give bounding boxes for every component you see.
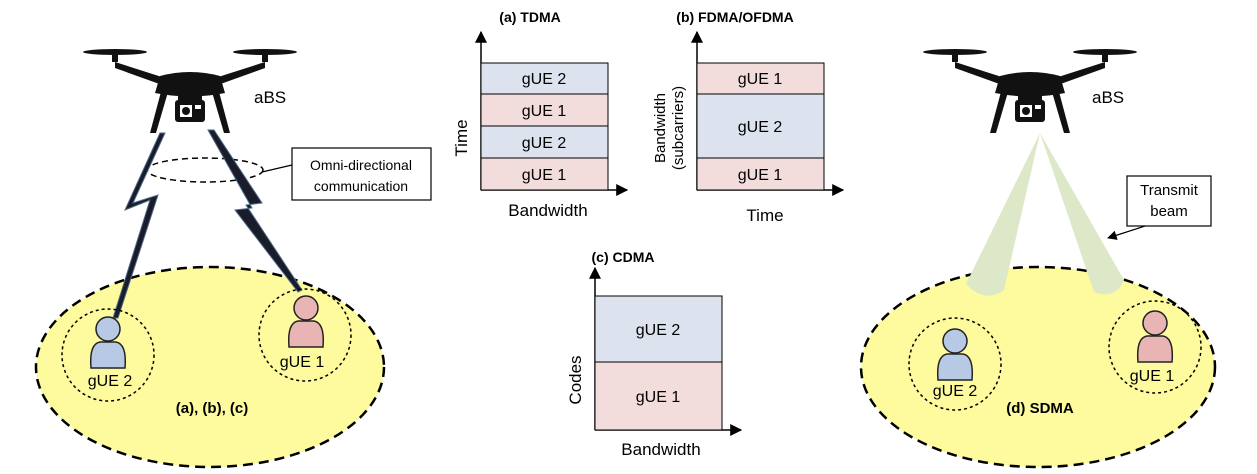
cdma-block — [594, 295, 723, 363]
cdma-block-label: gUE 2 — [636, 322, 681, 339]
tdma-x-label: Bandwidth — [508, 201, 587, 220]
user-range-circle — [258, 288, 352, 382]
tdma-block — [480, 93, 609, 127]
lightning-bolt-right-icon — [207, 129, 303, 293]
tdma-block-label: gUE 2 — [522, 71, 567, 88]
user-label-right: gUE 1 — [1130, 368, 1175, 385]
callout-line-left — [261, 164, 293, 173]
ground-ellipse-left — [34, 265, 386, 469]
tdma-block — [480, 62, 609, 95]
fdma-block-label: gUE 1 — [738, 167, 783, 184]
caption-right: (d) SDMA — [1006, 400, 1074, 417]
drone-label-right: aBS — [1092, 88, 1124, 107]
fdma-block-label: gUE 1 — [738, 71, 783, 88]
callout-text-line1: Omni-directional — [310, 157, 412, 173]
cdma-y-label: Codes — [566, 355, 585, 404]
transmit-beam-left — [966, 133, 1040, 296]
tdma-block-label: gUE 1 — [522, 103, 567, 120]
cdma-block — [594, 361, 723, 431]
tdma-block — [480, 157, 609, 191]
tdma-title: (a) TDMA — [499, 9, 560, 25]
cdma-x-label: Bandwidth — [621, 440, 700, 459]
tdma-chart: (a) TDMA Time Bandwidth gUE 2 gUE 1 gUE … — [452, 9, 629, 220]
fdma-y-label-line1: Bandwidth — [652, 93, 669, 163]
fdma-block-label: gUE 2 — [738, 119, 783, 136]
fdma-x-label: Time — [746, 206, 783, 225]
callout-box-left — [291, 147, 432, 201]
transmit-beam-right — [1040, 133, 1124, 295]
ground-ellipse-right — [859, 265, 1217, 469]
user-range-circle — [61, 308, 155, 402]
fdma-block — [696, 62, 825, 95]
user-range-circle — [1108, 300, 1202, 394]
callout-text-line2: beam — [1150, 203, 1188, 220]
fdma-block — [696, 93, 825, 159]
callout-box-right — [1126, 175, 1212, 227]
cdma-chart: (c) CDMA Codes Bandwidth gUE 2 gUE 1 — [566, 249, 743, 459]
tdma-y-label: Time — [452, 119, 471, 156]
user-range-circle — [908, 317, 1002, 411]
fdma-block — [696, 157, 825, 191]
left-scene: aBS Omni-directional communication gUE 2… — [34, 49, 432, 469]
caption-left: (a), (b), (c) — [176, 400, 249, 417]
user-label-left: gUE 2 — [933, 383, 978, 400]
cdma-title: (c) CDMA — [592, 249, 655, 265]
callout-text-line1: Transmit — [1140, 182, 1199, 199]
fdma-title: (b) FDMA/OFDMA — [676, 9, 793, 25]
lightning-bolt-left-icon — [112, 132, 166, 319]
tdma-block-label: gUE 1 — [522, 167, 567, 184]
callout-text-line2: communication — [314, 178, 408, 194]
right-scene: aBS Transmit beam gUE 2 gUE 1 (d) SDMA — [859, 49, 1217, 469]
cdma-block-label: gUE 1 — [636, 389, 681, 406]
tdma-block — [480, 125, 609, 159]
fdma-y-label-line2: (subcarriers) — [670, 86, 687, 170]
fdma-chart: (b) FDMA/OFDMA Bandwidth (subcarriers) T… — [652, 9, 845, 225]
user-label-left: gUE 2 — [88, 373, 133, 390]
callout-arrow-right — [1107, 225, 1146, 240]
user-label-right: gUE 1 — [280, 354, 325, 371]
drone-label-left: aBS — [254, 88, 286, 107]
tdma-block-label: gUE 2 — [522, 135, 567, 152]
